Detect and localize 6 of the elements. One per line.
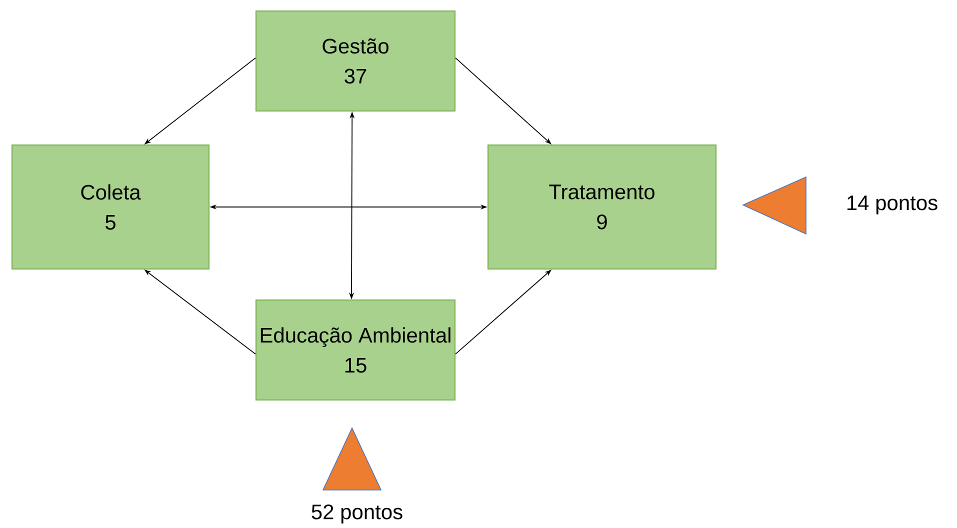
process-box: Tratamento 9 [488,144,716,270]
process-box: Coleta 5 [12,144,210,270]
beside-label: 52 pontos [312,504,402,524]
process-box: Gestão 37 [256,10,456,112]
process-box: Educação Ambiental 15 [256,300,456,400]
beside-label: 14 pontos [848,196,938,214]
